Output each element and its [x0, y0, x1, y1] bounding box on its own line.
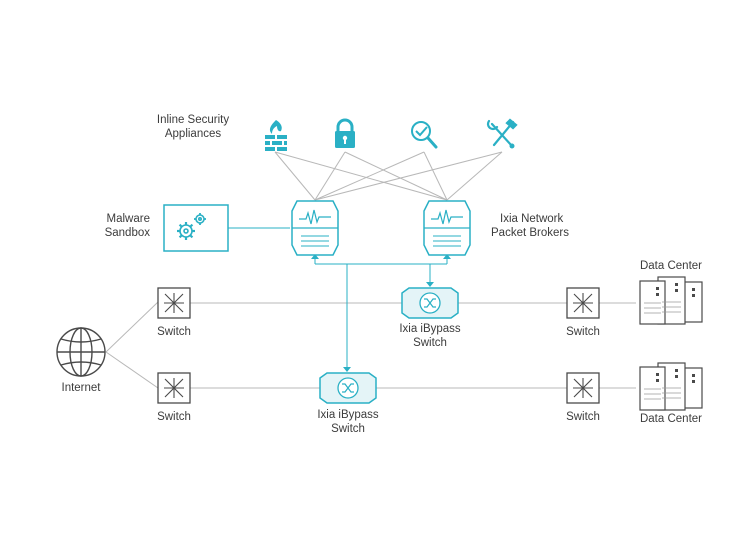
link-magnifier-npb-right — [423, 151, 448, 201]
ibypass-switch-bottom — [319, 372, 377, 404]
switch-label-top-left: Switch — [157, 326, 191, 338]
switch-label-bottom-left: Switch — [157, 411, 191, 423]
tools-icon — [486, 118, 518, 149]
link-internet-switch-bottom — [105, 351, 159, 389]
ibypass-bottom-line-2: Switch — [331, 423, 365, 435]
link-lock-npb-right — [344, 151, 448, 201]
link-tools-npb-right — [446, 151, 503, 201]
link-internet-switch-top — [105, 301, 159, 353]
packet-brokers-label: Ixia Network Packet Brokers — [491, 212, 601, 240]
switch-label-bottom-right: Switch — [566, 411, 600, 423]
link-tools-npb-left — [314, 151, 503, 201]
link-firewall-npb-right — [274, 151, 448, 201]
inline-security-label: Inline Security Appliances — [148, 113, 238, 141]
inline-security-line-1: Inline Security — [156, 114, 230, 126]
malware-sandbox-label: Malware Sandbox — [88, 212, 150, 240]
gears-icon — [177, 213, 206, 240]
gray-links — [105, 151, 636, 389]
arrow-up-left — [311, 254, 319, 259]
globe-icon — [56, 327, 106, 377]
inline-security-line-2: Appliances — [164, 128, 222, 140]
switch-icon-top-right — [566, 287, 600, 319]
magnifier-check-icon — [411, 121, 438, 149]
switch-icon-bottom-right — [566, 372, 600, 404]
ibypass-top-line-1: Ixia iBypass — [399, 323, 461, 335]
firewall-icon — [265, 120, 287, 151]
ibypass-top-line-2: Switch — [413, 337, 447, 349]
ibypass-bottom-label: Ixia iBypass Switch — [303, 408, 393, 436]
server-icon-top — [639, 276, 703, 325]
ibypass-bottom-line-1: Ixia iBypass — [317, 409, 379, 421]
packet-broker-left — [291, 200, 339, 256]
internet-label: Internet — [61, 382, 101, 394]
arrow-up-right — [443, 254, 451, 259]
switch-icon-top-left — [157, 287, 191, 319]
packet-brokers-line-2: Packet Brokers — [491, 227, 569, 239]
link-magnifier-npb-left — [314, 151, 425, 201]
data-center-label-top: Data Center — [639, 260, 702, 272]
teal-links — [228, 227, 451, 372]
link-lock-npb-left — [314, 151, 346, 201]
data-center-label-bottom: Data Center — [639, 413, 702, 425]
arrow-down-bypass-top — [426, 282, 434, 287]
switch-label-top-right: Switch — [566, 326, 600, 338]
malware-sandbox-line-1: Malware — [106, 213, 150, 225]
arrow-down-bypass-bottom — [343, 367, 351, 372]
packet-brokers-line-1: Ixia Network — [500, 213, 564, 225]
malware-sandbox-box — [163, 204, 229, 252]
ibypass-top-label: Ixia iBypass Switch — [385, 322, 475, 350]
ibypass-switch-top — [401, 287, 459, 319]
server-icon-bottom — [639, 362, 703, 411]
malware-sandbox-line-2: Sandbox — [104, 227, 150, 239]
lock-icon — [335, 118, 355, 148]
switch-icon-bottom-left — [157, 372, 191, 404]
link-firewall-npb-left — [274, 151, 316, 201]
packet-broker-right — [423, 200, 471, 256]
